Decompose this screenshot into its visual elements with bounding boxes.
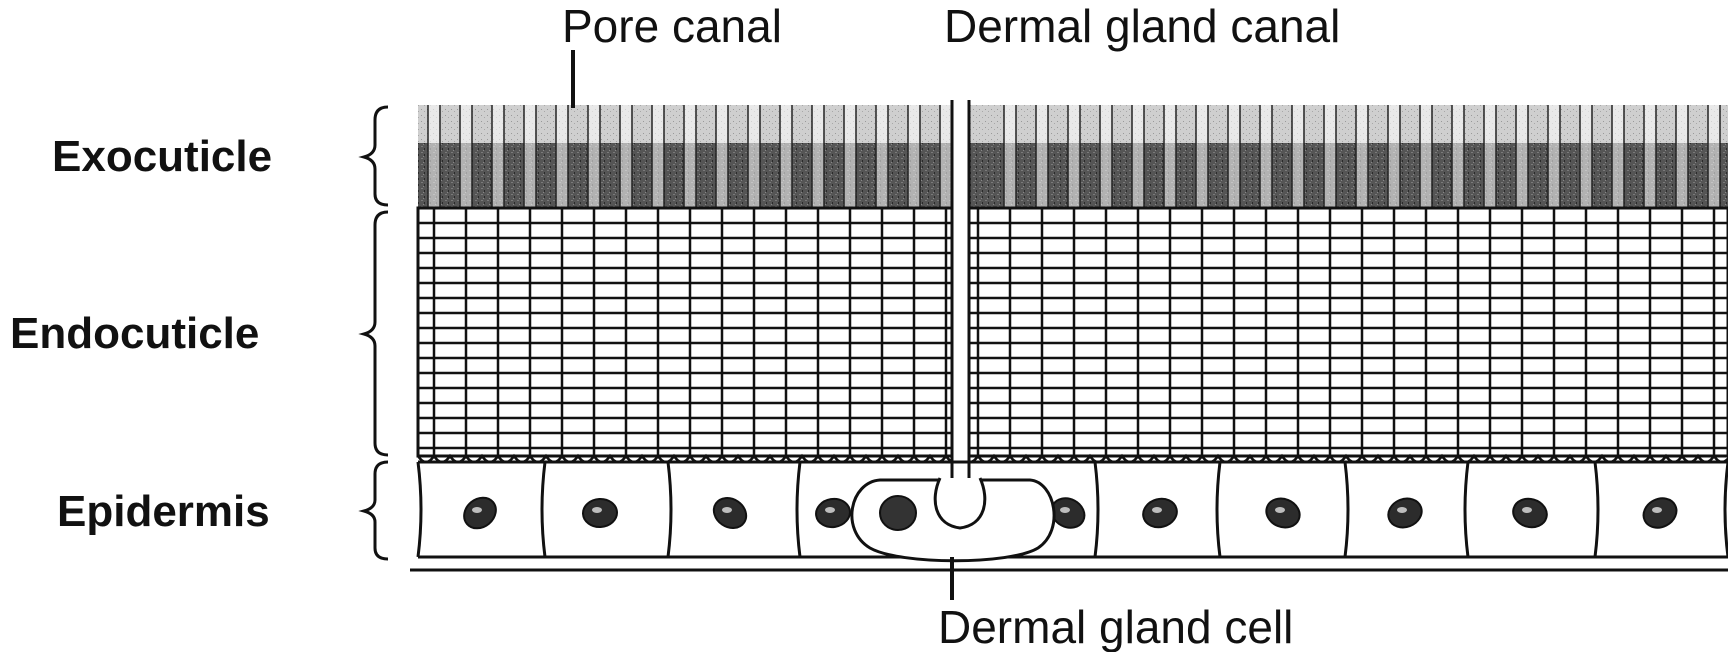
nucleolus [1152,507,1162,513]
pore-canal [524,105,536,208]
pore-canal [1068,105,1080,208]
cell-wall [1095,462,1098,557]
pore-canal [1356,105,1368,208]
pore-canal [1292,105,1304,208]
pore-canal [1196,105,1208,208]
pore-canal [428,105,440,208]
pore-canal [716,105,728,208]
label-dermal-gland-cell: Dermal gland cell [938,601,1293,652]
pore-canal [780,105,792,208]
cell-wall [797,462,800,557]
pore-canal [1004,105,1016,208]
pore-canal [460,105,472,208]
cell-wall [1465,462,1468,557]
pore-canal [876,105,888,208]
pore-canal [1036,105,1048,208]
pore-canal [652,105,664,208]
nucleolus [1275,507,1285,513]
pore-canal [1100,105,1112,208]
dermal-gland-canal-shape [952,100,969,480]
pore-canal [1420,105,1432,208]
cell-wall [668,462,671,557]
cell-nucleus [1384,494,1426,532]
cell-nucleus [708,492,752,534]
pore-canal [1132,105,1144,208]
nucleolus [1522,507,1532,513]
pore-canal [1644,105,1656,208]
epidermal-cell-nuclei [458,491,1682,534]
pore-canal [1548,105,1560,208]
cell-wall [1345,462,1348,557]
label-pore-canal: Pore canal [562,0,782,52]
pore-canal [748,105,760,208]
nucleolus [1652,507,1662,513]
pore-canal [1580,105,1592,208]
pore-canal [1324,105,1336,208]
dermal-gland-cell-shape [852,478,1054,561]
cell-nucleus [1262,494,1304,533]
nucleolus [825,507,835,513]
pore-canal [1164,105,1176,208]
cell-wall [1217,462,1220,557]
pore-canal [908,105,920,208]
endocuticle-brace [364,212,388,455]
label-epidermis: Epidermis [57,487,270,536]
pore-canal [556,105,568,208]
nucleolus [722,507,732,513]
cell-nucleus [1638,493,1681,533]
label-dermal-gland-canal: Dermal gland canal [944,0,1340,52]
nucleolus [472,507,482,513]
pore-canal [492,105,504,208]
nucleolus [592,507,602,513]
cell-wall [1595,462,1598,557]
cell-wall [418,462,421,557]
pore-canal [1228,105,1240,208]
pore-canal [1708,105,1720,208]
cell-nucleus [814,497,852,530]
pore-canal [588,105,600,208]
pore-canal [1612,105,1624,208]
pore-canal [1452,105,1464,208]
cell-nucleus [458,491,502,534]
nucleolus [1060,507,1070,513]
label-exocuticle: Exocuticle [52,132,272,181]
cell-wall [542,462,545,557]
pore-canal [1516,105,1528,208]
pore-canal [940,105,952,208]
exocuticle-layer [418,105,1728,208]
cell-nucleus [582,498,617,528]
pore-canal [684,105,696,208]
pore-canal [1260,105,1272,208]
pore-canal [844,105,856,208]
pore-canal [1484,105,1496,208]
epidermis-layer [410,462,1728,570]
pore-canal [1388,105,1400,208]
gland-cell-nucleus [880,496,916,530]
cell-nucleus [1510,495,1550,531]
endocuticle-layer [418,208,1728,462]
epidermis-brace [364,462,388,559]
nucleolus [1397,507,1407,513]
pore-canal [812,105,824,208]
pore-canal [1676,105,1688,208]
exocuticle-brace [364,107,388,205]
layer-braces [364,107,388,559]
pore-canal-columns [428,105,1720,208]
label-endocuticle: Endocuticle [10,309,259,358]
pore-canal [620,105,632,208]
cell-nucleus [1140,495,1180,531]
